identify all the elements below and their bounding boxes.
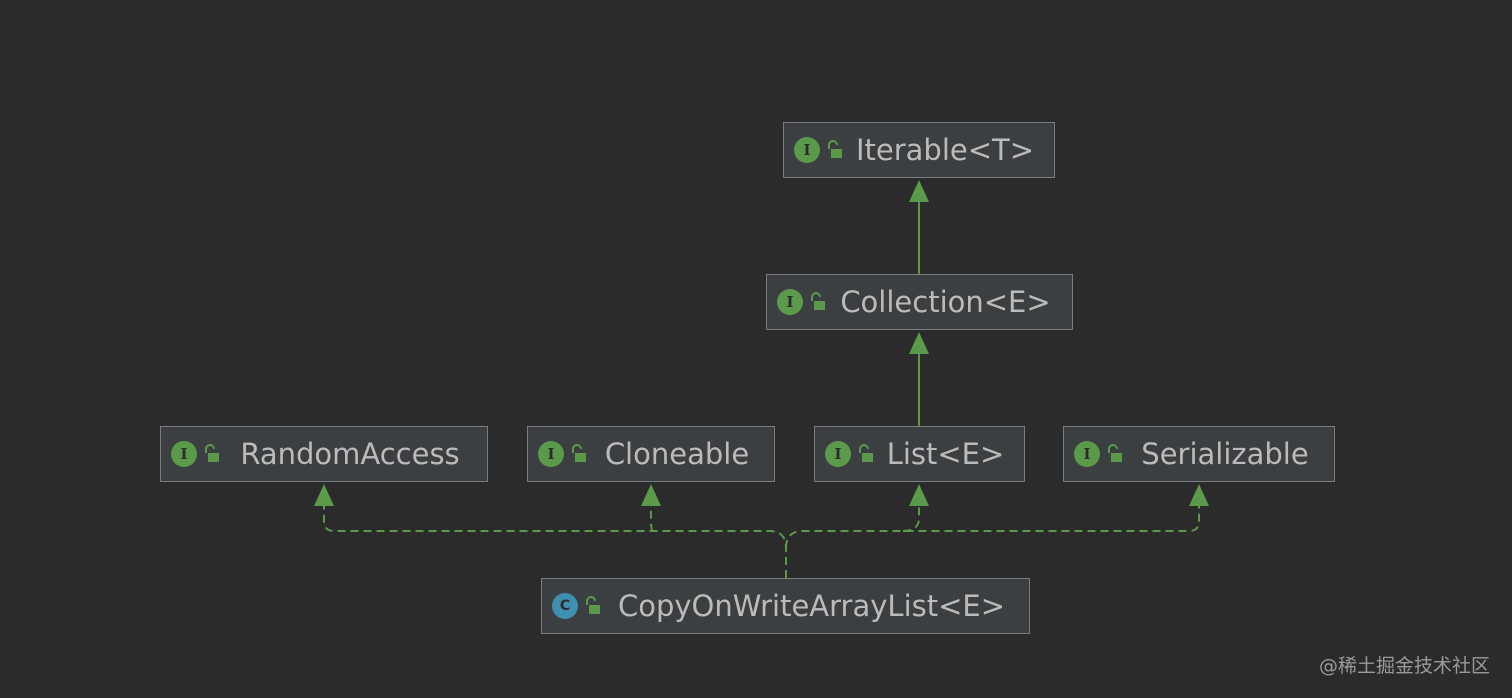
node-label: CopyOnWriteArrayList<E> bbox=[617, 589, 1006, 623]
interface-icon: I bbox=[794, 137, 820, 163]
watermark: @稀土掘金技术社区 bbox=[1318, 655, 1490, 677]
arrowhead-serializable bbox=[1189, 484, 1209, 506]
node-random-access[interactable]: I RandomAccess bbox=[160, 426, 488, 482]
node-label: Serializable bbox=[1141, 437, 1309, 471]
interface-icon: I bbox=[825, 441, 851, 467]
interface-icon: I bbox=[777, 289, 803, 315]
edge-cow-implements bbox=[323, 504, 1200, 578]
arrowhead-cloneable bbox=[641, 484, 661, 506]
interface-icon: I bbox=[171, 441, 197, 467]
unlocked-icon bbox=[811, 292, 825, 310]
node-cloneable[interactable]: I Cloneable bbox=[527, 426, 775, 482]
class-icon: C bbox=[552, 593, 578, 619]
node-label: List<E> bbox=[886, 437, 1005, 471]
node-list[interactable]: I List<E> bbox=[814, 426, 1025, 482]
node-label: Iterable<T> bbox=[855, 133, 1035, 167]
interface-icon: I bbox=[538, 441, 564, 467]
arrowhead-random-access bbox=[314, 484, 334, 506]
unlocked-icon bbox=[572, 444, 586, 462]
node-label: Cloneable bbox=[604, 437, 750, 471]
node-copy-on-write-array-list[interactable]: C CopyOnWriteArrayList<E> bbox=[541, 578, 1030, 634]
node-collection[interactable]: I Collection<E> bbox=[766, 274, 1073, 330]
node-label: Collection<E> bbox=[840, 285, 1051, 319]
node-serializable[interactable]: I Serializable bbox=[1063, 426, 1335, 482]
arrowhead-list bbox=[909, 484, 929, 506]
unlocked-icon bbox=[205, 444, 219, 462]
node-label: RandomAccess bbox=[240, 437, 460, 471]
node-iterable[interactable]: I Iterable<T> bbox=[783, 122, 1055, 178]
edge-list-collection bbox=[909, 332, 929, 426]
unlocked-icon bbox=[828, 140, 842, 158]
unlocked-icon bbox=[1108, 444, 1122, 462]
interface-icon: I bbox=[1074, 441, 1100, 467]
unlocked-icon bbox=[586, 596, 600, 614]
edge-collection-iterable bbox=[909, 180, 929, 274]
unlocked-icon bbox=[859, 444, 873, 462]
